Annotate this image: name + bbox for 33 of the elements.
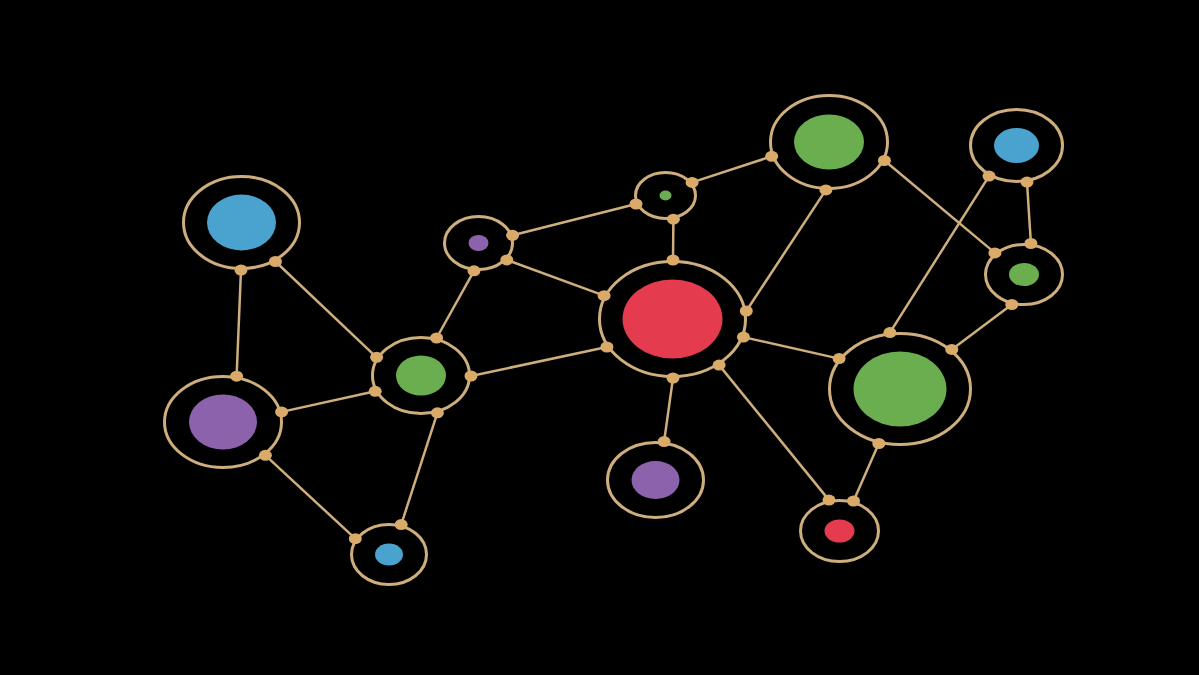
connector-line [258, 449, 362, 545]
connector-line [430, 265, 481, 344]
connector-line [506, 198, 643, 241]
ring-node-drawing [799, 499, 880, 563]
connector-line [945, 299, 1019, 355]
ring-node-drawing [350, 523, 428, 586]
ring-node-drawing [828, 332, 972, 446]
ring-node-drawing [769, 94, 889, 190]
connector-line [736, 331, 846, 365]
connector-line [268, 256, 384, 363]
connector-line [1020, 176, 1038, 249]
connector-line [500, 254, 611, 302]
ring-node-drawing [163, 375, 283, 469]
ring-node-drawing [606, 441, 705, 519]
connector-line [666, 213, 680, 266]
ring-node-drawing [443, 215, 514, 271]
connector-line [657, 372, 680, 448]
connector-line [230, 264, 248, 382]
ring-node-drawing [969, 108, 1064, 183]
connector-line [847, 438, 886, 507]
connector-line [685, 150, 779, 188]
connector-line [712, 359, 836, 506]
connector-line [883, 170, 996, 339]
connector-line [464, 341, 614, 382]
connector-line [275, 385, 382, 418]
ring-node-drawing [182, 175, 301, 270]
connector-line [739, 184, 833, 317]
connector-line [877, 155, 1002, 259]
ring-node-drawing [598, 260, 747, 378]
connector-line [394, 407, 444, 531]
ring-node-drawing [371, 336, 471, 415]
ring-node-drawing [634, 171, 697, 220]
ring-node-drawing [984, 243, 1064, 306]
